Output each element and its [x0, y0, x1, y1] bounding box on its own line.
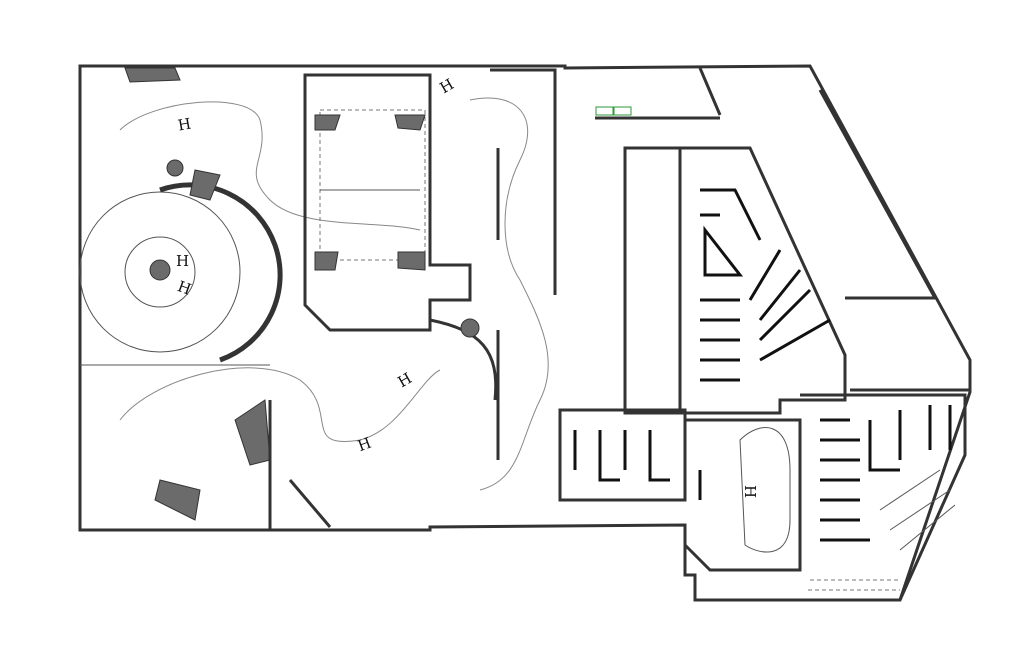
symbol-h: H	[176, 252, 189, 270]
symbol-h: H	[355, 434, 373, 455]
maze-zone	[558, 106, 967, 601]
outer-walls	[78, 64, 972, 602]
central-zone	[268, 68, 557, 530]
symbol-h: H	[175, 277, 193, 298]
symbol-h: H	[176, 115, 192, 135]
symbol-h: H	[437, 75, 457, 97]
symbol-h: H	[741, 485, 759, 498]
exit-sign-icon	[613, 106, 632, 116]
symbol-h: H	[395, 369, 415, 391]
left-zone	[79, 67, 441, 521]
exit-sign-icon	[595, 106, 614, 116]
